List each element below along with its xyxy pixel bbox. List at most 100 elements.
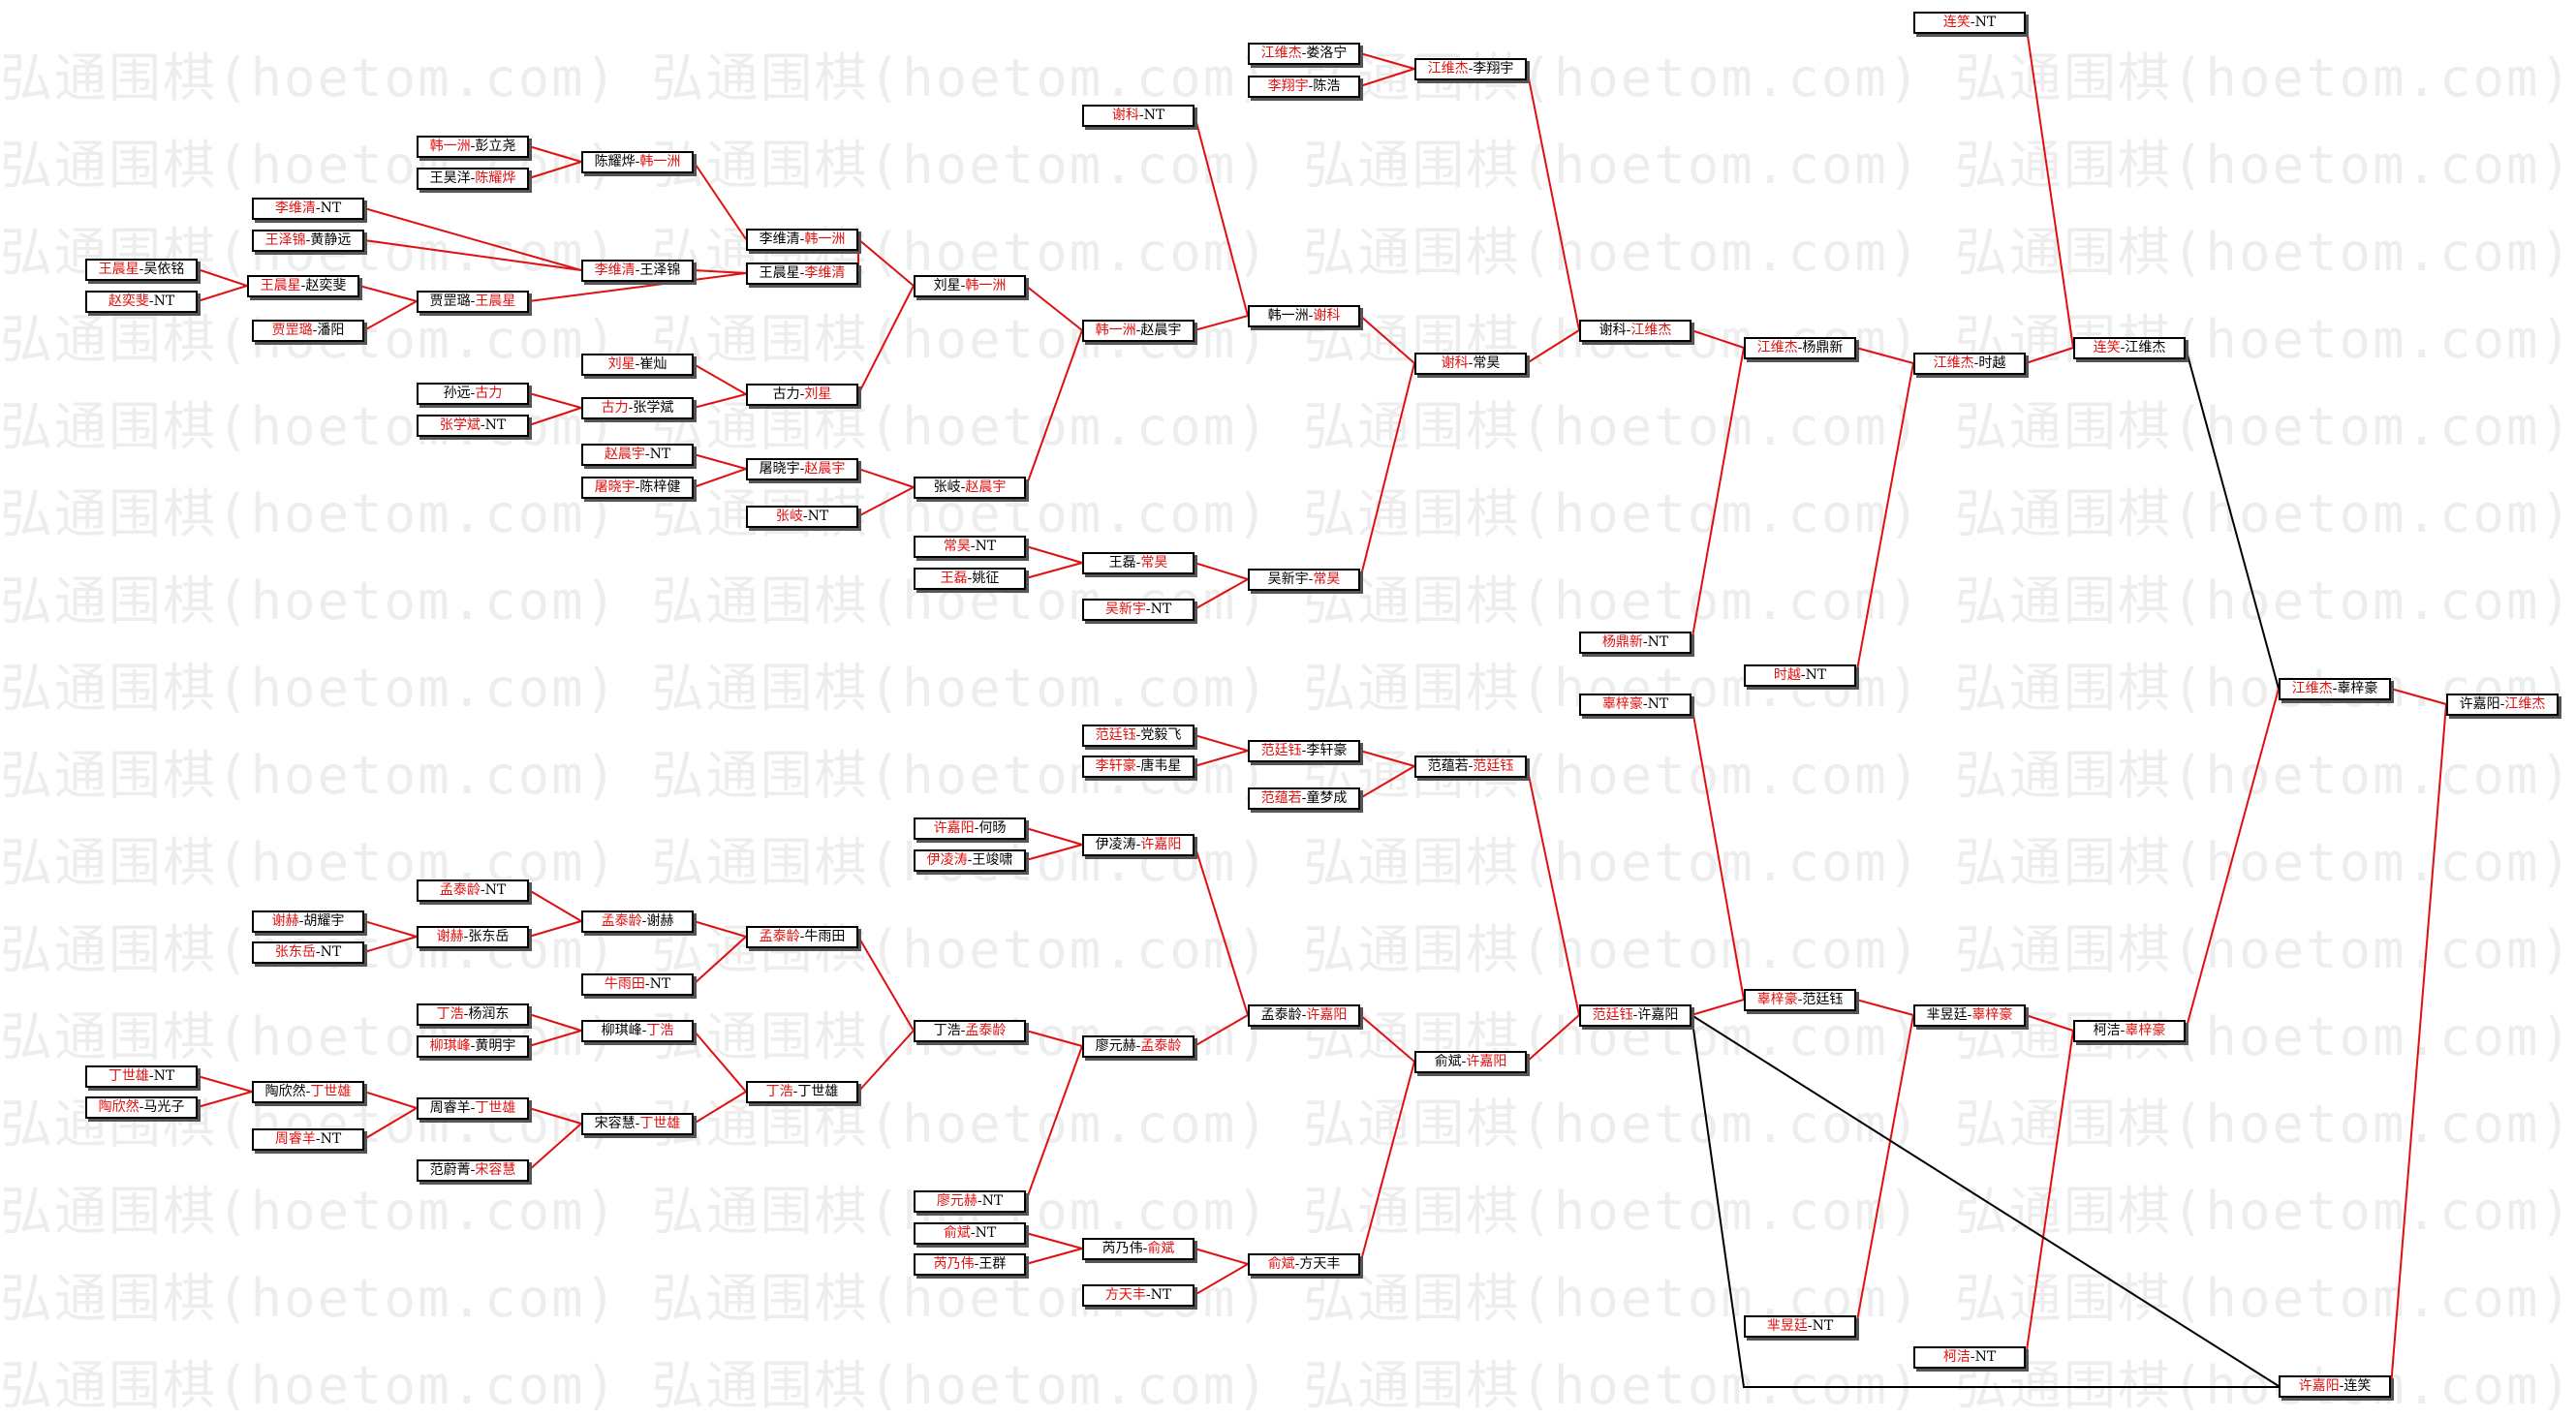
player-b: NT xyxy=(1812,1318,1834,1334)
separator: - xyxy=(799,929,805,944)
bracket-line xyxy=(528,145,582,163)
player-b: 陈耀烨 xyxy=(475,170,516,186)
bracket-line xyxy=(1025,844,1083,861)
player-b: 常昊 xyxy=(1473,355,1501,371)
separator: - xyxy=(1135,758,1141,774)
player-a: 俞斌 xyxy=(1434,1054,1462,1069)
player-b: 党毅飞 xyxy=(1140,727,1182,743)
player-a: 许嘉阳 xyxy=(2298,1378,2340,1394)
bracket-line xyxy=(2025,347,2074,364)
player-a: 牛雨田 xyxy=(604,976,645,992)
match-box-b8: 张学斌-NT xyxy=(417,415,529,437)
player-b: 马光子 xyxy=(143,1099,185,1115)
bracket-line xyxy=(528,407,582,426)
separator: - xyxy=(315,201,321,216)
player-b: 李维清 xyxy=(804,265,846,281)
player-b: 辜梓豪 xyxy=(2125,1023,2166,1038)
bracket-line xyxy=(1194,1263,1249,1296)
player-b: 潘阳 xyxy=(317,323,345,338)
player-a: 谢赫 xyxy=(436,929,464,944)
bracket-line xyxy=(1855,1014,1914,1327)
match-box-u4: 廖元赫-NT xyxy=(914,1190,1026,1213)
match-box-s1: 孟泰龄-谢赫 xyxy=(581,910,694,933)
bracket-line xyxy=(857,936,915,1032)
player-a: 芮乃伟 xyxy=(1102,1241,1143,1256)
player-a: 韩一洲 xyxy=(1095,323,1136,338)
player-b: 孟泰龄 xyxy=(965,1023,1007,1038)
match-box-d1: 王晨星-李维清 xyxy=(746,262,858,285)
player-a: 王晨星 xyxy=(98,262,140,277)
player-b: NT xyxy=(649,976,671,992)
separator: - xyxy=(1797,992,1803,1007)
match-box-v3: 伊凌涛-许嘉阳 xyxy=(1082,834,1195,856)
bracket-line xyxy=(363,300,418,331)
bracket-line xyxy=(1526,68,1580,331)
player-b: 崔灿 xyxy=(639,356,667,372)
player-a: 周睿羊 xyxy=(274,1131,316,1147)
bracket-line xyxy=(1691,1014,2279,1388)
separator: - xyxy=(635,1116,640,1131)
watermark-row: 弘通围棋(hoetom.com) 弘通围棋(hoetom.com) 弘通围棋(h… xyxy=(0,1268,2574,1329)
match-box-b4: 王泽锦-黄静远 xyxy=(252,230,364,252)
player-a: 江维杰 xyxy=(1933,355,1974,371)
player-b: 许嘉阳 xyxy=(1466,1054,1507,1069)
separator: - xyxy=(1800,667,1806,683)
bracket-line xyxy=(363,1107,418,1140)
player-b: 常昊 xyxy=(1140,555,1168,571)
player-a: 张岐 xyxy=(933,479,961,495)
match-box-p2: 陶欣然-马光子 xyxy=(85,1096,198,1119)
match-box-g2: 李翔宇-陈浩 xyxy=(1248,76,1360,98)
bracket-line xyxy=(1691,347,1745,643)
separator: - xyxy=(628,400,634,416)
match-box-b5: 王晨星-赵奕斐 xyxy=(247,275,359,297)
match-box-v5: 芮乃伟-俞斌 xyxy=(1082,1238,1195,1260)
player-b: NT xyxy=(1150,602,1172,617)
player-b: 方天丰 xyxy=(1299,1256,1341,1272)
separator: - xyxy=(480,882,485,898)
bracket-line xyxy=(693,1091,747,1125)
player-a: 柳琪峰 xyxy=(601,1023,642,1038)
player-a: 孟泰龄 xyxy=(439,882,481,898)
separator: - xyxy=(300,278,306,293)
player-a: 辜梓豪 xyxy=(1756,992,1798,1007)
bracket-line xyxy=(1194,1248,1249,1265)
watermark-row: 弘通围棋(hoetom.com) 弘通围棋(hoetom.com) 弘通围棋(h… xyxy=(0,658,2574,719)
player-b: NT xyxy=(981,1193,1004,1209)
bracket-line xyxy=(528,1013,582,1032)
player-a: 谢科 xyxy=(1598,323,1627,338)
separator: - xyxy=(1797,340,1803,355)
match-box-z3: 芈昱廷-辜梓豪 xyxy=(1913,1004,2026,1027)
separator: - xyxy=(2120,1023,2126,1038)
bracket-line xyxy=(528,1107,582,1125)
player-b: 江维杰 xyxy=(2504,696,2546,712)
match-box-z5: 柯洁-辜梓豪 xyxy=(2073,1020,2186,1042)
separator: - xyxy=(635,154,640,170)
player-a: 陶欣然 xyxy=(98,1099,140,1115)
separator: - xyxy=(1142,1241,1148,1256)
player-a: 芈昱廷 xyxy=(1766,1318,1808,1334)
match-box-z4: 柯洁-NT xyxy=(1913,1346,2026,1369)
player-a: 古力 xyxy=(772,386,800,402)
separator: - xyxy=(799,265,805,281)
separator: - xyxy=(470,1100,476,1116)
player-a: 王磊 xyxy=(940,571,968,586)
match-box-z2: 芈昱廷-NT xyxy=(1744,1315,1856,1338)
separator: - xyxy=(1301,743,1307,758)
separator: - xyxy=(1970,1349,1975,1365)
separator: - xyxy=(1135,727,1141,743)
separator: - xyxy=(960,1023,966,1038)
separator: - xyxy=(139,1099,144,1115)
player-b: 古力 xyxy=(475,386,503,401)
player-a: 吴新宇 xyxy=(1104,602,1146,617)
bracket-line xyxy=(363,920,418,938)
player-a: 张东岳 xyxy=(274,944,316,960)
player-a: 刘星 xyxy=(933,278,961,293)
separator: - xyxy=(312,323,318,338)
match-box-l1: 连笑-NT xyxy=(1913,12,2026,34)
match-box-d4: 屠晓宇-赵晨宇 xyxy=(746,458,858,480)
separator: - xyxy=(974,1256,979,1272)
separator: - xyxy=(799,386,805,402)
separator: - xyxy=(1973,355,1979,371)
separator: - xyxy=(1294,1256,1300,1272)
player-a: 廖元赫 xyxy=(1095,1038,1136,1054)
